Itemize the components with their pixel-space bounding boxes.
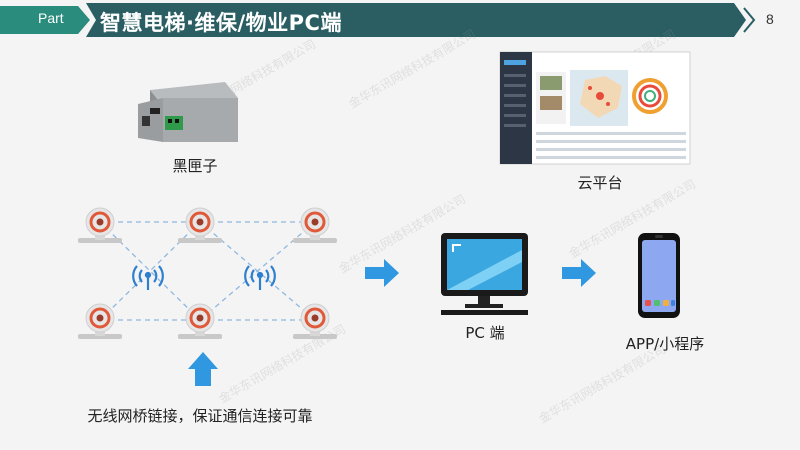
arrow-up-icon	[188, 352, 218, 386]
pc-label: PC 端	[465, 324, 505, 342]
part-tab	[0, 6, 90, 34]
title-bar	[86, 3, 746, 37]
camera-icon	[78, 303, 122, 339]
camera-icon	[293, 303, 337, 339]
chevron-right-icon	[743, 7, 756, 33]
pc-monitor-icon	[441, 233, 528, 315]
camera-icon	[293, 207, 337, 243]
black-box-label: 黑匣子	[172, 157, 218, 175]
camera-icon	[178, 207, 222, 243]
slide-title: 智慧电梯·维保/物业PC端	[100, 11, 342, 35]
cloud-platform-screenshot	[499, 51, 691, 165]
arrow-right-icon	[562, 259, 596, 287]
black-box-device-icon	[138, 82, 238, 142]
cloud-platform-label: 云平台	[577, 174, 623, 192]
caption: 无线网桥链接，保证通信连接可靠	[87, 407, 313, 425]
smartphone-icon	[638, 233, 680, 318]
camera-icon	[178, 303, 222, 339]
part-label: Part	[38, 10, 64, 26]
slide-header: Part 智慧电梯·维保/物业PC端 8	[0, 0, 800, 40]
camera-icon	[78, 207, 122, 243]
app-label: APP/小程序	[625, 335, 705, 353]
page-number: 8	[766, 11, 774, 27]
arrow-right-icon	[365, 259, 399, 287]
mesh-links	[99, 221, 316, 321]
